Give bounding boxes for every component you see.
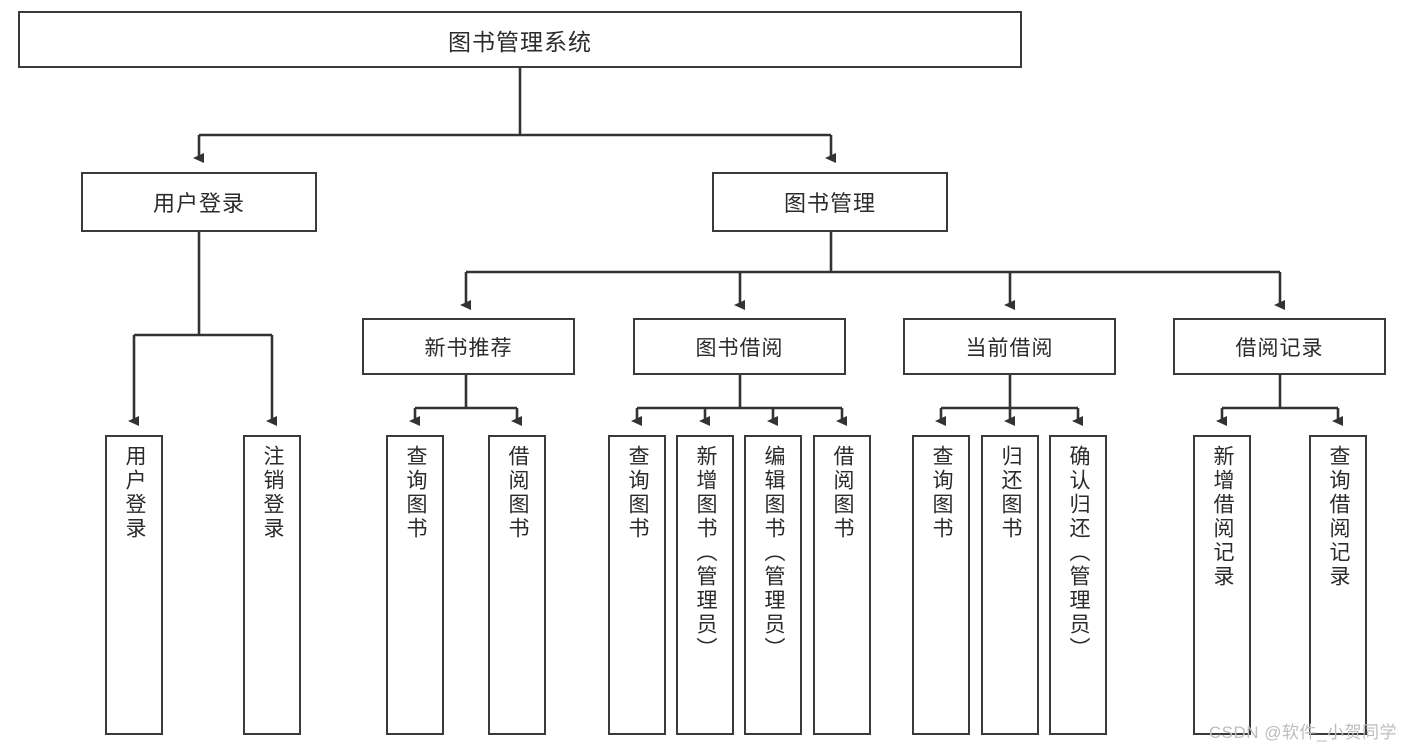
node-leaf-return-book-label: 归还图书 (999, 445, 1023, 541)
node-leaf-add-record[interactable]: 新增借阅记录 (1193, 435, 1251, 735)
node-leaf-logout-label: 注销登录 (261, 445, 285, 541)
node-leaf-query-record-label: 查询借阅记录 (1327, 445, 1351, 589)
node-leaf-borrow-book-2[interactable]: 借阅图书 (813, 435, 871, 735)
node-new-book-recommend-label: 新书推荐 (424, 336, 513, 360)
node-leaf-borrow-book-1-label: 借阅图书 (506, 445, 530, 541)
node-leaf-query-book-1[interactable]: 查询图书 (386, 435, 444, 735)
node-leaf-borrow-book-1[interactable]: 借阅图书 (488, 435, 546, 735)
node-leaf-confirm-return-label: 确认归还（管理员） (1067, 445, 1091, 661)
node-borrow-record[interactable]: 借阅记录 (1173, 318, 1386, 375)
node-leaf-logout[interactable]: 注销登录 (243, 435, 301, 735)
node-leaf-query-book-2-label: 查询图书 (626, 445, 650, 541)
node-borrow-record-label: 借阅记录 (1235, 336, 1324, 360)
node-leaf-add-book[interactable]: 新增图书（管理员） (676, 435, 734, 735)
node-leaf-query-book-3[interactable]: 查询图书 (912, 435, 970, 735)
node-root[interactable]: 图书管理系统 (18, 11, 1022, 68)
node-leaf-query-book-3-label: 查询图书 (930, 445, 954, 541)
node-user-login[interactable]: 用户登录 (81, 172, 317, 232)
node-leaf-query-book-1-label: 查询图书 (404, 445, 428, 541)
node-leaf-user-login[interactable]: 用户登录 (105, 435, 163, 735)
node-current-borrow-label: 当前借阅 (965, 336, 1054, 360)
node-leaf-confirm-return[interactable]: 确认归还（管理员） (1049, 435, 1107, 735)
node-leaf-add-record-label: 新增借阅记录 (1211, 445, 1235, 589)
node-leaf-edit-book[interactable]: 编辑图书（管理员） (744, 435, 802, 735)
node-book-borrow[interactable]: 图书借阅 (633, 318, 846, 375)
node-book-borrow-label: 图书借阅 (695, 336, 784, 360)
node-user-login-label: 用户登录 (152, 191, 245, 216)
node-leaf-user-login-label: 用户登录 (123, 445, 147, 541)
node-leaf-query-book-2[interactable]: 查询图书 (608, 435, 666, 735)
node-leaf-edit-book-label: 编辑图书（管理员） (762, 445, 786, 661)
node-root-label: 图书管理系统 (448, 28, 592, 55)
node-current-borrow[interactable]: 当前借阅 (903, 318, 1116, 375)
node-leaf-add-book-label: 新增图书（管理员） (694, 445, 718, 661)
node-book-manage[interactable]: 图书管理 (712, 172, 948, 232)
node-leaf-return-book[interactable]: 归还图书 (981, 435, 1039, 735)
node-book-manage-label: 图书管理 (783, 191, 876, 216)
node-leaf-borrow-book-2-label: 借阅图书 (831, 445, 855, 541)
watermark: CSDN @软件_小贺同学 (1208, 723, 1397, 742)
node-new-book-recommend[interactable]: 新书推荐 (362, 318, 575, 375)
node-leaf-query-record[interactable]: 查询借阅记录 (1309, 435, 1367, 735)
